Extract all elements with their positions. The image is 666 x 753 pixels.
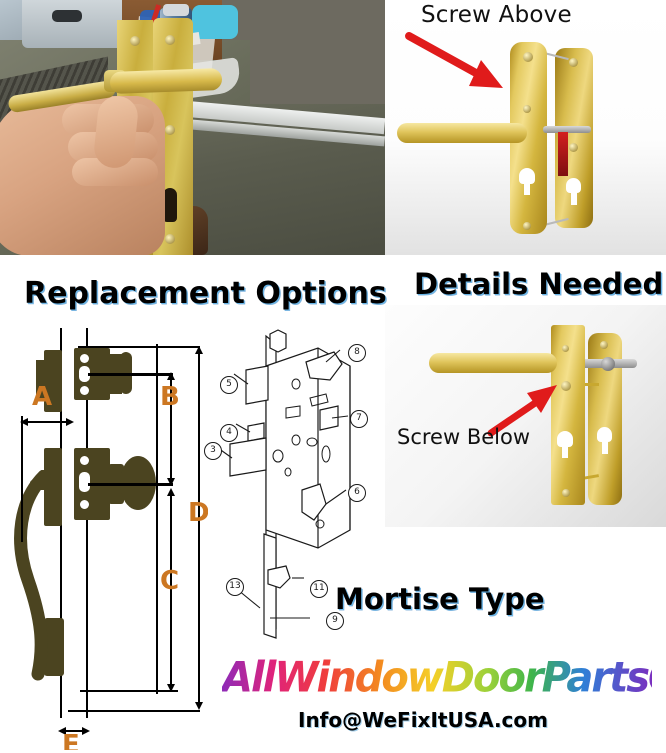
centre-line-lower	[88, 483, 173, 486]
callout-7: 7	[350, 410, 368, 428]
dimension-e-arrow	[58, 727, 90, 735]
back-plate-screw-bottom	[569, 143, 578, 152]
dimension-d-ext-top	[78, 346, 200, 348]
back-plate-screw-top	[569, 58, 578, 67]
plate-screw-top-right	[165, 35, 175, 45]
escutcheon-foot	[44, 618, 64, 676]
escutcheon-upper-lip	[36, 360, 48, 398]
lock-hole-upper-1	[80, 354, 89, 363]
callout-4: 4	[220, 424, 238, 442]
heading-mortise-type: Mortise Type	[335, 582, 545, 616]
mortise-lock-drawing	[217, 329, 351, 639]
dimension-b-arrow	[167, 372, 175, 486]
centre-line-upper	[88, 373, 173, 376]
plate-screw-mid-right	[165, 125, 175, 135]
heading-replacement-options: Replacement Options	[24, 276, 387, 311]
dimension-letter-b: B	[160, 382, 180, 412]
pull-handle-curve	[14, 470, 51, 681]
front-plate-keyhole	[557, 431, 573, 459]
lock-hole-lower-1	[80, 456, 89, 465]
callout-8: 8	[348, 344, 366, 362]
callout-13: 13	[226, 578, 244, 596]
lock-slot-lower	[79, 472, 90, 492]
back-plate-keyhole	[597, 427, 612, 454]
front-plate-screw-bottom	[562, 489, 570, 497]
front-plate-mid-mark	[523, 105, 531, 113]
mortise-lock-exploded-diagram: 5 4 3 8 7 6 13 11 9	[200, 322, 390, 640]
front-plate-keyhole	[519, 168, 535, 196]
red-label-strip	[558, 132, 568, 176]
lock-hole-lower-2	[80, 500, 89, 509]
screw-above-label: Screw Above	[421, 2, 572, 28]
photo-background-car-handle	[52, 10, 82, 22]
photo-background-can-cap	[163, 4, 189, 16]
ref-line-mid	[86, 328, 88, 718]
front-plate-mark-top	[562, 345, 569, 352]
photo-hand-holding-handles	[0, 0, 385, 255]
dimension-d-arrow	[195, 346, 203, 710]
lever-handle-new	[109, 68, 223, 94]
callout-6: 6	[348, 484, 366, 502]
brand-logo: AllWindowDoorPartsGroup	[222, 654, 666, 702]
dimension-letter-e: E	[62, 730, 80, 750]
dimension-letter-a: A	[32, 382, 53, 412]
dimension-a-ext	[21, 416, 23, 542]
dimension-diagram: A B C D E	[8, 320, 208, 750]
photo-screw-below: Screw Below	[385, 305, 666, 527]
lever-handle	[397, 123, 527, 143]
dimension-a-arrow	[20, 418, 74, 426]
photo-screw-above: Screw Above	[385, 0, 666, 255]
back-plate-screw-top	[600, 341, 608, 349]
heading-details-needed: Details Needed	[414, 267, 664, 301]
screw-above-handle	[523, 52, 533, 62]
lock-hole-upper-2	[80, 386, 89, 395]
brand-email: Info@WeFixItUSA.com	[298, 708, 548, 732]
dimension-letter-d: D	[188, 498, 208, 528]
plate-screw-bottom-right	[165, 234, 175, 244]
plate-screw-top-left	[130, 36, 140, 46]
photo-background-cyan-bin	[192, 5, 238, 39]
spindle-screw	[601, 357, 615, 371]
arrow-pointing-to-screw-above	[405, 32, 503, 88]
ref-line-right	[156, 344, 158, 694]
dimension-letter-c: C	[160, 566, 180, 596]
front-plate-screw-bottom	[523, 222, 531, 230]
screw-below-label: Screw Below	[397, 425, 531, 449]
callout-11: 11	[310, 580, 328, 598]
spindle	[543, 126, 591, 133]
arrow-pointing-to-screw-below	[487, 385, 557, 437]
keyhole-right	[163, 188, 177, 222]
lock-slot-upper	[79, 366, 90, 382]
dimension-c-arrow	[167, 488, 175, 692]
escutcheon-upper	[44, 350, 62, 412]
callout-9: 9	[326, 612, 344, 630]
lever-handle	[429, 353, 557, 373]
dimension-c-ext	[80, 690, 178, 692]
dimension-d-ext-bottom	[68, 710, 200, 712]
screw-below-handle	[561, 381, 571, 391]
back-plate-keyhole	[566, 178, 581, 205]
front-plate	[551, 325, 585, 505]
callout-5: 5	[220, 376, 238, 394]
callout-3: 3	[204, 442, 222, 460]
escutcheon-lower	[44, 448, 62, 526]
